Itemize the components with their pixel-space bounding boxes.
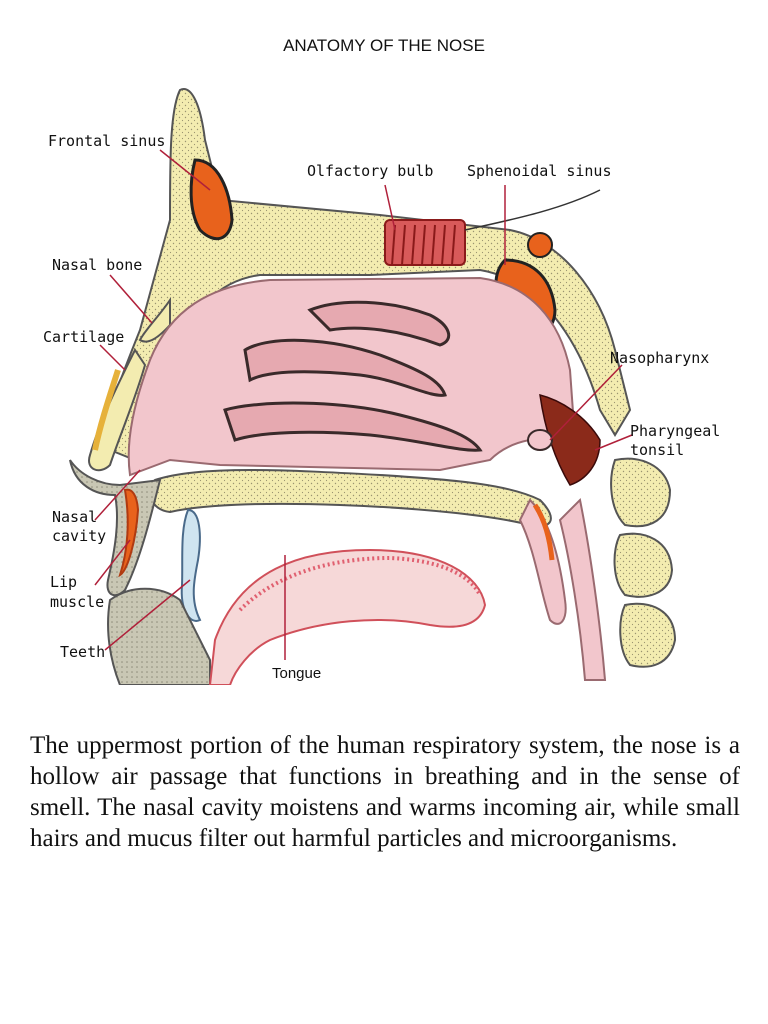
label-lip: Lip	[50, 573, 77, 591]
label-muscle: muscle	[50, 593, 104, 611]
nasal-bone-shape	[138, 296, 171, 343]
skull-bone	[106, 88, 632, 462]
frontal-sinus-shape	[189, 158, 234, 241]
label-frontal-sinus: Frontal sinus	[48, 132, 165, 150]
page-title: ANATOMY OF THE NOSE	[283, 36, 485, 55]
label-nasal: Nasal	[52, 508, 97, 526]
label-teeth: Teeth	[60, 643, 105, 661]
label-tonsil: tonsil	[630, 441, 684, 459]
upper-lip	[69, 459, 162, 597]
nose-anatomy-diagram: Frontal sinus Olfactory bulb Sphenoidal …	[40, 80, 740, 685]
inferior-turbinate	[223, 401, 483, 452]
tongue-shape	[208, 548, 487, 685]
label-nasal-bone: Nasal bone	[52, 256, 142, 274]
label-tongue: Tongue	[272, 665, 321, 682]
lower-jaw	[107, 587, 211, 685]
label-sphenoidal-sinus: Sphenoidal sinus	[467, 162, 612, 180]
label-cartilage: Cartilage	[43, 328, 124, 346]
label-pharyngeal: Pharyngeal	[630, 422, 720, 440]
vertebrae	[610, 457, 677, 668]
teeth-shape	[180, 508, 202, 622]
middle-turbinate	[243, 338, 447, 397]
label-cavity: cavity	[52, 527, 106, 545]
description-paragraph: The uppermost portion of the human respi…	[30, 732, 740, 852]
soft-palate	[518, 498, 567, 625]
lip-muscle-shape	[118, 488, 140, 578]
pharynx-wall	[558, 497, 607, 681]
superior-turbinate	[307, 300, 451, 347]
label-olfactory-bulb: Olfactory bulb	[307, 162, 433, 180]
label-nasopharynx: Nasopharynx	[610, 349, 709, 367]
leader-lines	[94, 149, 633, 660]
hard-palate	[149, 469, 552, 528]
